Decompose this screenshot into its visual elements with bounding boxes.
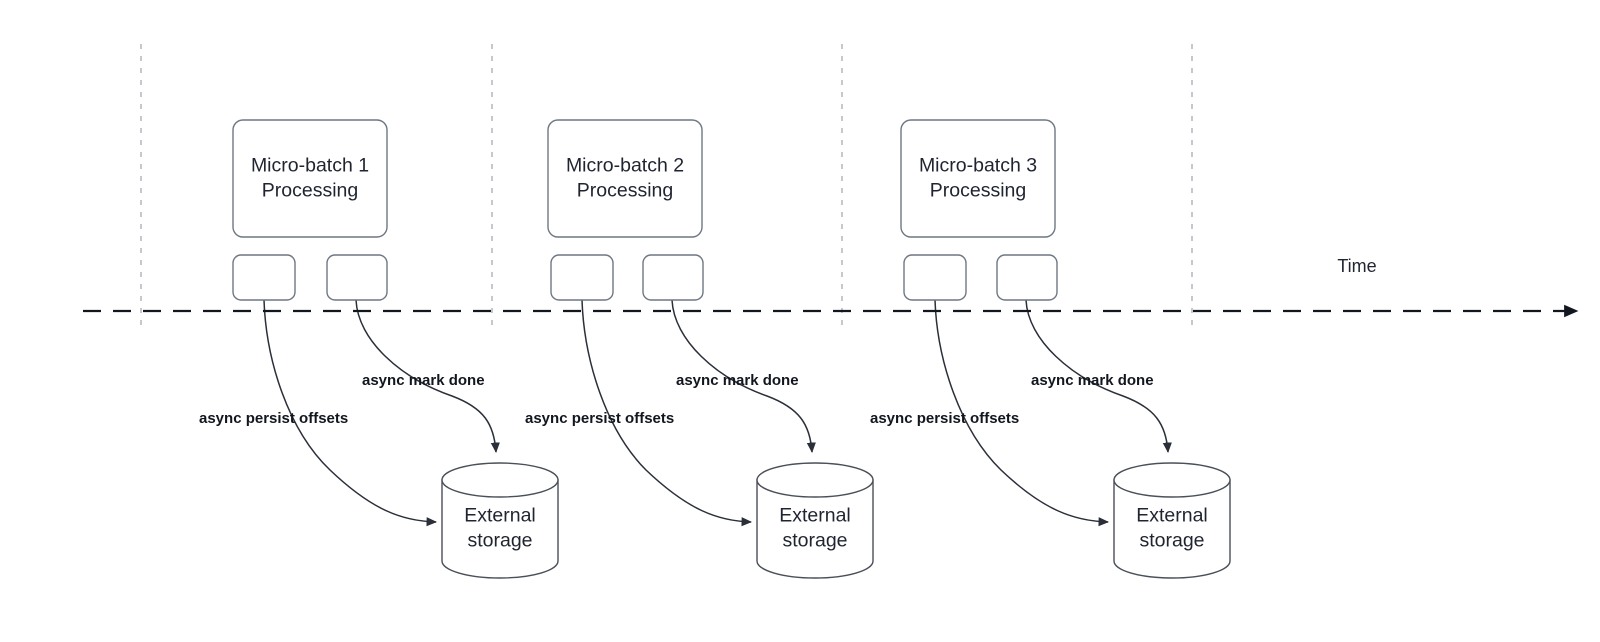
external-storage-top-2	[756, 462, 874, 498]
task-box-3-b[interactable]	[996, 254, 1058, 301]
task-box-2-b[interactable]	[642, 254, 704, 301]
external-storage-top-1	[441, 462, 559, 498]
microbatch-box-2[interactable]	[547, 119, 703, 238]
edge-persist-2	[581, 299, 753, 527]
edge-label-persist-2: async persist offsets	[525, 410, 674, 427]
microbatch-label-line1-1: Micro-batch 1	[251, 155, 369, 177]
edge-persist-3	[934, 299, 1110, 527]
external-storage-body-1[interactable]	[441, 479, 559, 579]
task-box-3-a[interactable]	[903, 254, 967, 301]
timeline-axis-group: Time	[83, 256, 1579, 318]
external-storage-label-line2-3: storage	[1139, 530, 1204, 552]
external-storage-label-line1-3: External	[1136, 505, 1208, 527]
external-storage-body-2[interactable]	[756, 479, 874, 579]
external-storage-label-line1-1: External	[464, 505, 536, 527]
time-axis-label: Time	[1337, 256, 1376, 276]
external-storage-top-3	[1113, 462, 1231, 498]
external-storage-label-line2-2: storage	[782, 530, 847, 552]
edge-group	[263, 299, 1172, 527]
microbatch-label-line1-2: Micro-batch 2	[566, 155, 684, 177]
microbatch-box-3[interactable]	[900, 119, 1056, 238]
edge-label-persist-1: async persist offsets	[199, 410, 348, 427]
edge-markdone-3	[1025, 299, 1172, 454]
microbatch-box-1[interactable]	[232, 119, 388, 238]
microbatch-label-line1-3: Micro-batch 3	[919, 155, 1037, 177]
task-box-1-b[interactable]	[326, 254, 388, 301]
external-storage-body-3[interactable]	[1113, 479, 1231, 579]
microbatch-label-line2-3: Processing	[930, 180, 1026, 202]
edge-persist-1	[263, 299, 438, 527]
edge-label-persist-3: async persist offsets	[870, 410, 1019, 427]
edge-label-markdone-3: async mark done	[1031, 372, 1154, 389]
external-storage-label-line1-2: External	[779, 505, 851, 527]
task-box-1-a[interactable]	[232, 254, 296, 301]
microbatch-label-line2-2: Processing	[577, 180, 673, 202]
task-box-2-a[interactable]	[550, 254, 614, 301]
edge-label-markdone-1: async mark done	[362, 372, 485, 389]
edge-markdone-1	[355, 299, 500, 454]
microbatch-label-line2-1: Processing	[262, 180, 358, 202]
edge-markdone-2	[671, 299, 816, 454]
external-storage-label-line2-1: storage	[467, 530, 532, 552]
edge-label-group: async persist offsets async mark done asyn…	[199, 372, 1154, 427]
edge-label-markdone-2: async mark done	[676, 372, 799, 389]
